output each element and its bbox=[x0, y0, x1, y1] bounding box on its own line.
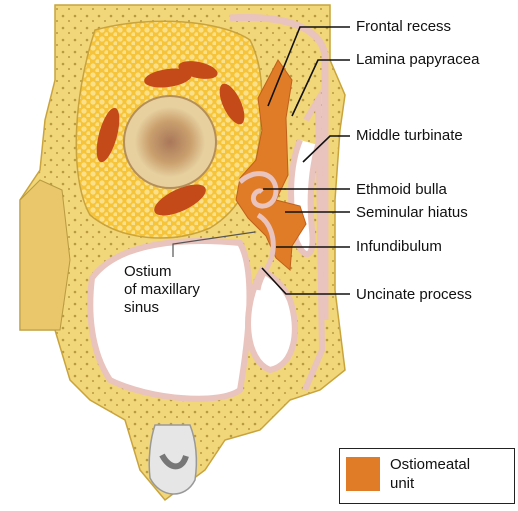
tooth bbox=[149, 425, 196, 494]
label-ostium-line1: Ostium bbox=[124, 263, 200, 281]
legend: Ostiomeatal unit bbox=[339, 448, 515, 504]
label-ostium-line3: sinus bbox=[124, 299, 200, 317]
eye-globe-inner bbox=[135, 107, 205, 177]
legend-line1: Ostiomeatal bbox=[390, 455, 470, 474]
label-infundibulum: Infundibulum bbox=[356, 238, 442, 255]
legend-swatch-ostiomeatal bbox=[346, 457, 380, 491]
nasal-bone-left bbox=[20, 180, 70, 330]
label-ostium-maxillary: Ostium of maxillary sinus bbox=[124, 263, 200, 317]
legend-line2: unit bbox=[390, 474, 470, 493]
label-middle-turbinate: Middle turbinate bbox=[356, 127, 463, 144]
label-lamina-papyracea: Lamina papyracea bbox=[356, 51, 479, 68]
label-ostium-line2: of maxillary bbox=[124, 281, 200, 299]
label-ethmoid-bulla: Ethmoid bulla bbox=[356, 181, 447, 198]
label-seminular-hiatus: Seminular hiatus bbox=[356, 204, 468, 221]
label-frontal-recess: Frontal recess bbox=[356, 18, 451, 35]
legend-label: Ostiomeatal unit bbox=[390, 455, 470, 493]
label-uncinate-process: Uncinate process bbox=[356, 286, 472, 303]
